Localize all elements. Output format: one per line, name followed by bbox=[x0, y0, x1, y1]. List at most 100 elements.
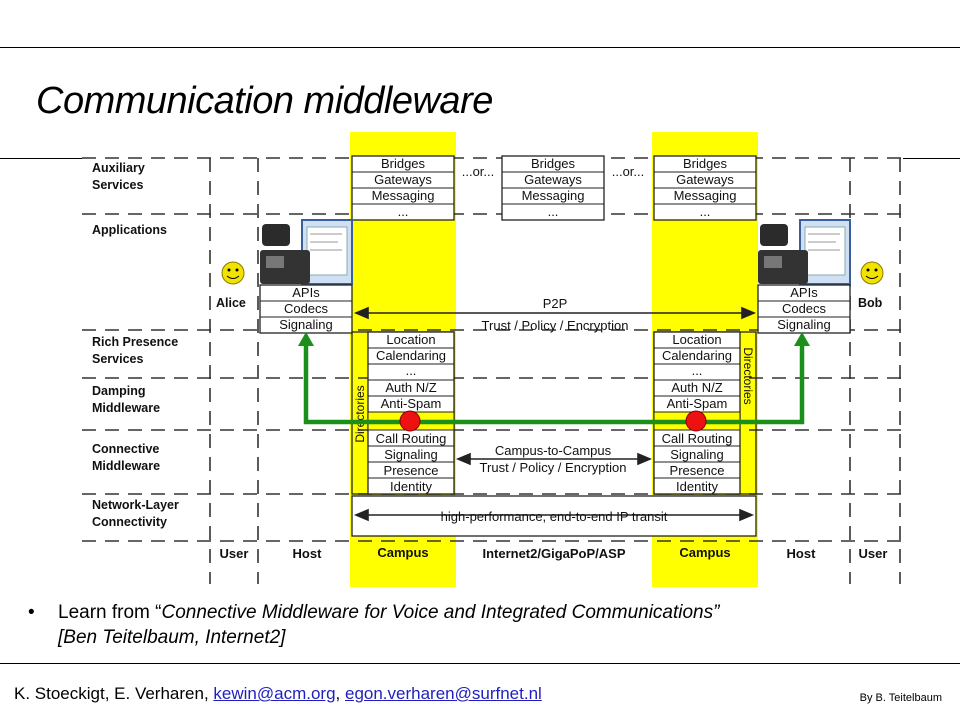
layer-label: Rich Presence bbox=[92, 335, 178, 349]
aux-stack-middle: Bridges Gateways Messaging ... bbox=[501, 155, 605, 221]
smiley-alice-icon bbox=[221, 261, 245, 285]
transit-label: high-performance, end-to-end IP transit bbox=[441, 509, 668, 524]
smiley-bob-icon bbox=[860, 261, 884, 285]
stack-item: Gateways bbox=[524, 172, 582, 187]
stack-item: Location bbox=[672, 332, 721, 347]
bullet-citation: [Ben Teitelbaum, Internet2] bbox=[58, 627, 286, 648]
stack-item: Calendaring bbox=[376, 348, 446, 363]
transit-arrow bbox=[353, 508, 755, 522]
endpoint-stack-alice: APIs Codecs Signaling bbox=[259, 284, 353, 334]
c2c-sublabel: Trust / Policy / Encryption bbox=[480, 460, 627, 475]
layer-label: Services bbox=[92, 178, 143, 192]
stack-item: Call Routing bbox=[662, 431, 733, 446]
layer-label: Applications bbox=[92, 223, 167, 237]
footer: K. Stoeckigt, E. Verharen, kewin@acm.org… bbox=[14, 684, 542, 704]
footer-separator: , bbox=[335, 684, 345, 703]
stack-item: Codecs bbox=[284, 301, 329, 316]
call-routing-dot-left bbox=[399, 410, 421, 432]
email-link-egon[interactable]: egon.verharen@surfnet.nl bbox=[344, 684, 542, 703]
bottom-label: Host bbox=[787, 546, 817, 561]
stack-item: Location bbox=[386, 332, 435, 347]
stack-item: Auth N/Z bbox=[385, 380, 436, 395]
stack-item: Messaging bbox=[522, 188, 585, 203]
stack-item: Bridges bbox=[531, 156, 576, 171]
credit-text: By B. Teitelbaum bbox=[859, 692, 942, 704]
stack-item: Anti-Spam bbox=[381, 396, 442, 411]
stack-item: Gateways bbox=[676, 172, 734, 187]
bullet-dot: • bbox=[28, 602, 35, 623]
directories-label: Directories bbox=[741, 347, 755, 404]
stack-item: Signaling bbox=[670, 447, 724, 462]
email-link-kewin[interactable]: kewin@acm.org bbox=[213, 684, 336, 703]
stack-item: Presence bbox=[670, 463, 725, 478]
stack-item: ... bbox=[692, 363, 703, 378]
stack-item: Codecs bbox=[782, 301, 827, 316]
page-title: Communication middleware bbox=[36, 80, 493, 122]
stack-item: Presence bbox=[384, 463, 439, 478]
or-label: ...or... bbox=[462, 164, 495, 179]
stack-item: Gateways bbox=[374, 172, 432, 187]
stack-item: APIs bbox=[292, 285, 320, 300]
transit-box bbox=[351, 495, 757, 537]
directories-label: Directories bbox=[353, 385, 367, 442]
footer-rule bbox=[0, 663, 960, 664]
footer-authors: K. Stoeckigt, E. Verharen, bbox=[14, 684, 214, 703]
stack-item: Bridges bbox=[683, 156, 728, 171]
stack-item: ... bbox=[406, 363, 417, 378]
stack-item: Calendaring bbox=[662, 348, 732, 363]
stack-item: Identity bbox=[390, 479, 432, 494]
layer-label: Connective bbox=[92, 442, 159, 456]
title-right-rule bbox=[903, 158, 960, 159]
title-left-rule bbox=[0, 158, 82, 159]
stack-item: Anti-Spam bbox=[667, 396, 728, 411]
phone-computer-right bbox=[758, 219, 851, 285]
endpoint-name: Bob bbox=[858, 296, 883, 310]
aux-stack-right: Bridges Gateways Messaging ... bbox=[653, 155, 757, 221]
bullet-text: Learn from “Connective Middleware for Vo… bbox=[58, 600, 918, 650]
signaling-path-arrow bbox=[303, 341, 805, 425]
stack-item: ... bbox=[398, 204, 409, 219]
stack-item: Messaging bbox=[674, 188, 737, 203]
campus-to-campus-arrow bbox=[455, 452, 653, 466]
aux-stack-left: Bridges Gateways Messaging ... bbox=[351, 155, 455, 221]
bottom-label: User bbox=[859, 546, 888, 561]
endpoint-name: Alice bbox=[216, 296, 246, 310]
layer-label: Middleware bbox=[92, 401, 160, 415]
or-label: ...or... bbox=[612, 164, 645, 179]
stack-item: Signaling bbox=[384, 447, 438, 462]
stack-item: ... bbox=[548, 204, 559, 219]
p2p-label: P2P bbox=[543, 296, 568, 311]
p2p-arrow bbox=[353, 306, 757, 320]
middleware-diagram: Auxiliary Services Applications Rich Pre… bbox=[82, 132, 903, 587]
bottom-label: Campus bbox=[679, 545, 730, 560]
layer-label: Auxiliary bbox=[92, 161, 145, 175]
bullet-title: Connective Middleware for Voice and Inte… bbox=[161, 602, 720, 623]
arrowhead-right bbox=[794, 332, 810, 346]
layer-label: Damping bbox=[92, 384, 145, 398]
stack-item: Auth N/Z bbox=[671, 380, 722, 395]
stack-item: Signaling bbox=[777, 317, 831, 332]
endpoint-stack-bob: APIs Codecs Signaling bbox=[757, 284, 851, 334]
layer-label: Services bbox=[92, 352, 143, 366]
stack-item: ... bbox=[700, 204, 711, 219]
layer-label: Middleware bbox=[92, 459, 160, 473]
stack-item: Signaling bbox=[279, 317, 333, 332]
stack-item: Messaging bbox=[372, 188, 435, 203]
bottom-label: Internet2/GigaPoP/ASP bbox=[482, 546, 625, 561]
layer-label: Connectivity bbox=[92, 515, 167, 529]
phone-computer-left bbox=[260, 219, 353, 285]
bottom-label: User bbox=[220, 546, 249, 561]
arrowhead-left bbox=[298, 332, 314, 346]
layer-label: Network-Layer bbox=[92, 498, 179, 512]
c2c-label: Campus-to-Campus bbox=[495, 443, 612, 458]
call-routing-dot-right bbox=[685, 410, 707, 432]
bottom-label: Host bbox=[293, 546, 323, 561]
stack-item: Bridges bbox=[381, 156, 426, 171]
p2p-sublabel: Trust / Policy / Encryption bbox=[482, 318, 629, 333]
stack-item: Call Routing bbox=[376, 431, 447, 446]
stack-item: Identity bbox=[676, 479, 718, 494]
top-rule bbox=[0, 47, 960, 48]
bullet-prefix: Learn from “ bbox=[58, 602, 162, 623]
bottom-label: Campus bbox=[377, 545, 428, 560]
stack-item: APIs bbox=[790, 285, 818, 300]
